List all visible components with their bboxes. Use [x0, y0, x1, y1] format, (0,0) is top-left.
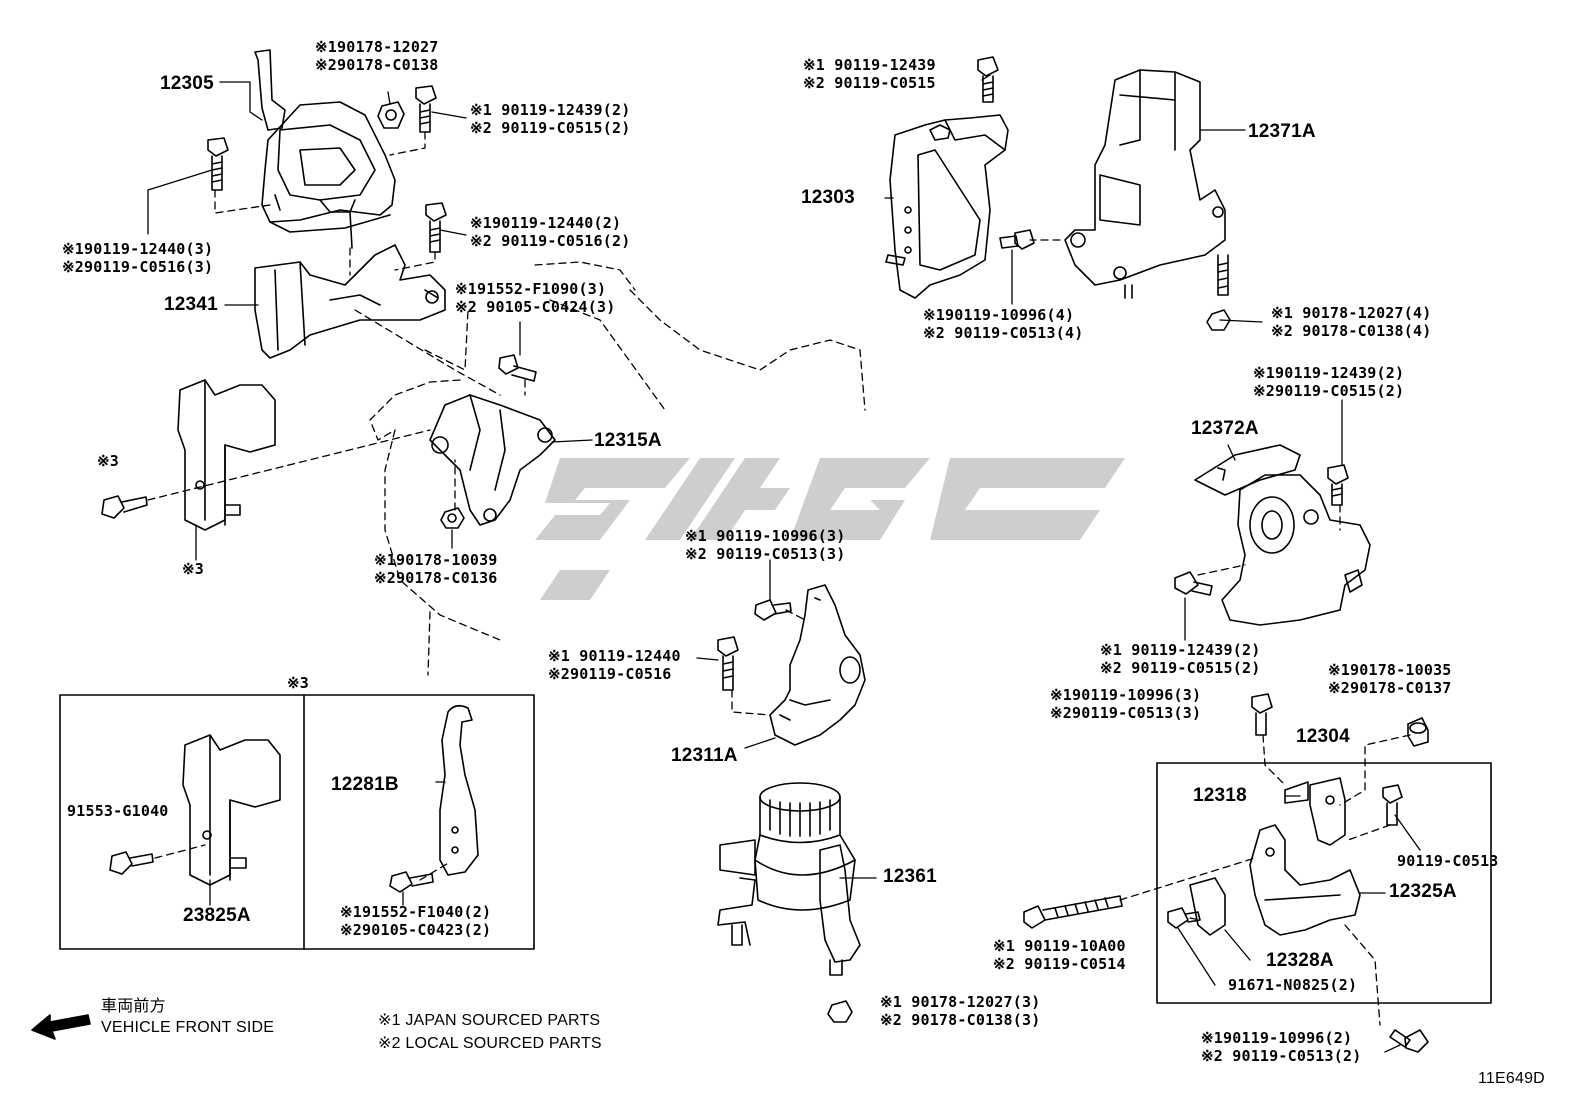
bolt-12303-side: [999, 229, 1035, 250]
front-arrow-icon: [31, 1014, 91, 1040]
nut-12361: [827, 1000, 853, 1023]
bracket-23825A: [182, 734, 281, 886]
label-91671-N0825: 91671-N0825(2): [1228, 976, 1358, 994]
part-label-12372A: 12372A: [1191, 418, 1259, 439]
callout-nut-12371A: ※1 90178-12027(4)※2 90178-C0138(4): [1271, 304, 1432, 340]
bracket-12311A: [769, 584, 866, 746]
bracket-12341-drawing: [254, 244, 446, 359]
callout-bolt-12372A-right: ※190119-12439(2)※290119-C0515(2): [1253, 364, 1405, 400]
bolt-12311A-top: [754, 599, 792, 621]
nut-12371A: [1206, 309, 1231, 331]
callout-bolt-12311A-left: ※1 90119-12440※290119-C0516: [548, 647, 681, 683]
callout-bolt-12303-side: ※190119-10996(4)※2 90119-C0513(4): [923, 306, 1084, 342]
bolt-top-center-2: [425, 202, 447, 253]
callout-bolt-top-center: ※1 90119-12439(2)※2 90119-C0515(2): [470, 101, 631, 137]
watermark-logo: [535, 458, 1125, 600]
mount-12371A: [1064, 69, 1229, 299]
group-box-star3: [59, 694, 535, 950]
group-box-12304: [1156, 762, 1492, 1004]
callout-bolt-12372A-left: ※1 90119-12439(2)※2 90119-C0515(2): [1100, 641, 1261, 677]
bolt-12328A: [1167, 907, 1201, 929]
callout-nut-12361: ※1 90178-12027(3)※2 90178-C0138(3): [880, 993, 1041, 1029]
bolt-12315A: [498, 354, 537, 382]
callout-long-bolt: ※1 90119-10A00※2 90119-C0514: [993, 937, 1126, 973]
callout-bolt-top-left: ※190119-12440(3)※290119-C0516(3): [62, 240, 214, 276]
mount-12361: [717, 782, 861, 976]
part-label-12318: 12318: [1193, 785, 1247, 806]
part-label-12303: 12303: [801, 187, 855, 208]
label-90119-C0513: 90119-C0513: [1397, 852, 1499, 870]
bracket-12304: [1309, 777, 1346, 846]
legend-note-1: ※1 JAPAN SOURCED PARTS: [378, 1012, 601, 1029]
bracket-12318: [1284, 781, 1309, 804]
part-label-23825A: 23825A: [183, 905, 251, 926]
callout-bolt-12281B: ※191552-F1040(2)※290105-C0423(2): [340, 903, 492, 939]
bolt-bottom-right: [1389, 1029, 1429, 1053]
part-label-12311A: 12311A: [671, 745, 738, 766]
callout-bolt-12311A-top: ※1 90119-10996(3)※2 90119-C0513(3): [685, 527, 846, 563]
part-label-12315A: 12315A: [594, 430, 662, 451]
mount-12305-drawing: [254, 49, 396, 249]
legend-front-jp: 車両前方: [101, 998, 166, 1015]
label-star3-bolt: ※3: [97, 452, 119, 470]
callout-bolt-12304-top: ※190119-10996(3)※290119-C0513(3): [1050, 686, 1202, 722]
bolt-12304-top: [1251, 693, 1273, 736]
label-star3-box: ※3: [287, 674, 309, 692]
bolt-12281B: [389, 871, 434, 893]
bracket-12328A: [1189, 877, 1226, 936]
nut-12315A: [440, 507, 465, 529]
leader-lines: [147, 74, 1421, 1053]
bolt-12304-right: [1382, 784, 1403, 826]
bolt-left-side: [101, 495, 148, 519]
part-label-12341: 12341: [164, 294, 218, 315]
bolt-12372A-right: [1327, 464, 1349, 506]
part-label-12304: 12304: [1296, 726, 1350, 747]
label-91553-G1040: 91553-G1040: [67, 802, 169, 820]
nut-12304-top: [1407, 717, 1429, 747]
part-label-12305: 12305: [160, 73, 214, 94]
part-label-12328A: 12328A: [1266, 950, 1334, 971]
callout-nut-12304-top: ※190178-10035※290178-C0137: [1328, 661, 1452, 697]
bolt-23825A: [109, 851, 154, 875]
legend-front-en: VEHICLE FRONT SIDE: [101, 1019, 275, 1036]
bolt-12372A-left: [1174, 571, 1213, 596]
part-label-12325A: 12325A: [1389, 881, 1457, 902]
bolt-top-left-1: [207, 137, 229, 191]
callout-bolt-12315A: ※191552-F1090(3)※2 90105-C0424(3): [455, 280, 616, 316]
callout-nut-top: ※190178-12027※290178-C0138: [315, 38, 439, 74]
bracket-12315A: [429, 394, 556, 526]
part-label-12281B: 12281B: [331, 774, 399, 795]
legend-note-2: ※2 LOCAL SOURCED PARTS: [378, 1035, 602, 1052]
bracket-12303: [885, 114, 1009, 299]
bracket-left-side: [177, 379, 276, 531]
part-label-12361: 12361: [883, 866, 937, 887]
long-bolt: [1023, 895, 1123, 929]
mount-12372A: [1194, 444, 1371, 626]
part-label-12371A: 12371A: [1248, 121, 1316, 142]
bracket-12325A: [1249, 824, 1361, 936]
label-star3-bracket: ※3: [182, 560, 204, 578]
callout-nut-12315A: ※190178-10039※290178-C0136: [374, 551, 498, 587]
figure-id: 11E649D: [1478, 1070, 1545, 1087]
callout-bolt-12303-top: ※1 90119-12439※2 90119-C0515: [803, 56, 936, 92]
callout-bolt-bottom-right: ※190119-10996(2)※2 90119-C0513(2): [1201, 1029, 1362, 1065]
nut-top: [377, 101, 405, 129]
bolt-top-center: [415, 85, 437, 133]
dashed-lines: [147, 131, 1411, 1026]
bolt-12303-top: [977, 56, 999, 103]
bolt-12311A-left: [717, 636, 739, 691]
bracket-12281B: [439, 704, 479, 876]
callout-bolt-top-center-2: ※190119-12440(2)※2 90119-C0516(2): [470, 214, 631, 250]
